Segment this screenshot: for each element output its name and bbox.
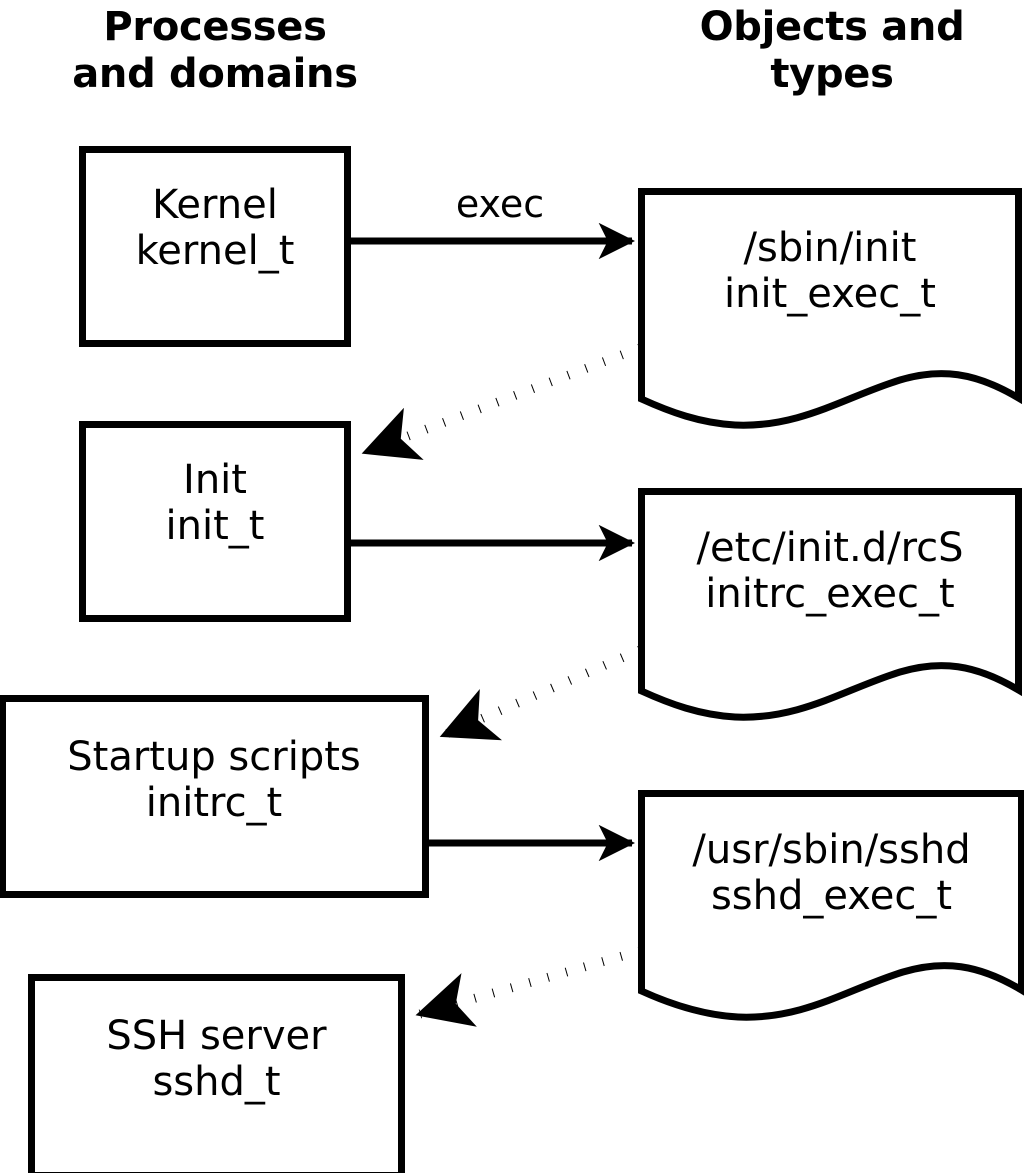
edge-sshd-exec-to-sshd — [415, 946, 642, 1027]
edge-init-exec-to-init — [361, 343, 642, 460]
process-node-initrc-hit[interactable] — [0, 695, 429, 898]
process-node-sshd-hit[interactable] — [28, 974, 405, 1173]
process-node-kernel-hit[interactable] — [79, 146, 351, 347]
column-heading-processes: Processes and domains — [72, 4, 358, 97]
object-node-init-exec-hit[interactable] — [638, 188, 1022, 428]
process-node-init-hit[interactable] — [79, 421, 351, 622]
edge-label-exec: exec — [455, 182, 545, 226]
edge-initrc-exec-to-initrc — [439, 645, 642, 741]
object-node-init-exec[interactable] — [638, 188, 1022, 429]
object-node-initrc-exec[interactable] — [638, 488, 1022, 721]
process-node-sshd[interactable] — [28, 974, 405, 1173]
column-heading-objects: Objects and types — [699, 4, 965, 97]
object-node-sshd-exec-hit[interactable] — [638, 790, 1024, 1022]
object-node-sshd-exec[interactable] — [638, 790, 1024, 1021]
process-node-initrc[interactable] — [0, 695, 429, 898]
process-node-init[interactable] — [79, 421, 351, 622]
object-node-initrc-exec-hit[interactable] — [638, 488, 1022, 720]
process-node-kernel[interactable] — [79, 146, 351, 347]
